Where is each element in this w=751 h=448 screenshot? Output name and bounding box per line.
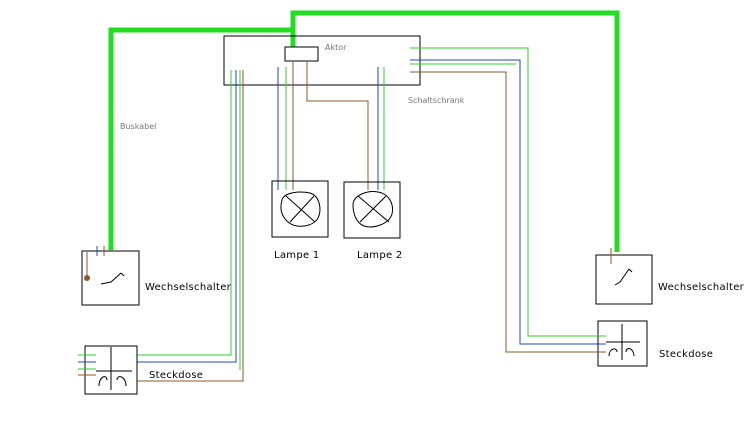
schaltschrank-label: Schaltschrank: [408, 96, 465, 105]
wire-green-steckdose-right: [410, 47, 598, 337]
wire-blue-steckdose-left: [137, 70, 237, 363]
lampe1-box: [271, 180, 329, 238]
wire-brown-steckdose-right: [410, 71, 598, 353]
steckdose-right-icon: [592, 324, 640, 360]
bus-cable: [108, 10, 620, 252]
switch-right-icon: [610, 248, 633, 286]
wechselschalter-right-box: [595, 254, 653, 305]
wechselschalter-left-label: Wechselschalter: [145, 282, 232, 293]
steckdose-right-label: Steckdose: [659, 349, 714, 360]
lampe2-box: [343, 181, 401, 239]
steckdose-left-label: Steckdose: [149, 370, 204, 381]
wire-brown-lampe2: [306, 61, 369, 190]
wechselschalter-left-box: [81, 250, 140, 306]
lampe2-label: Lampe 2: [357, 250, 403, 261]
steckdose-left-box: [84, 345, 138, 395]
switch-left-icon: [84, 246, 125, 285]
steckdose-left-icon: [78, 347, 132, 390]
lampe1-icon: [280, 191, 321, 227]
lampe2-icon: [352, 191, 393, 228]
lampe1-label: Lampe 1: [274, 250, 320, 261]
wire-brown-steckdose-left: [137, 70, 244, 382]
aktor-box: [284, 46, 319, 62]
wire-blue-steckdose-right: [410, 59, 598, 345]
wire-green-steckdose-left: [137, 70, 232, 356]
wechselschalter-right-label: Wechselschalter: [658, 282, 745, 293]
aktor-label: Aktor: [325, 43, 347, 52]
buskabel-label: Buskabel: [120, 122, 157, 131]
schaltschrank-box: [223, 35, 421, 86]
